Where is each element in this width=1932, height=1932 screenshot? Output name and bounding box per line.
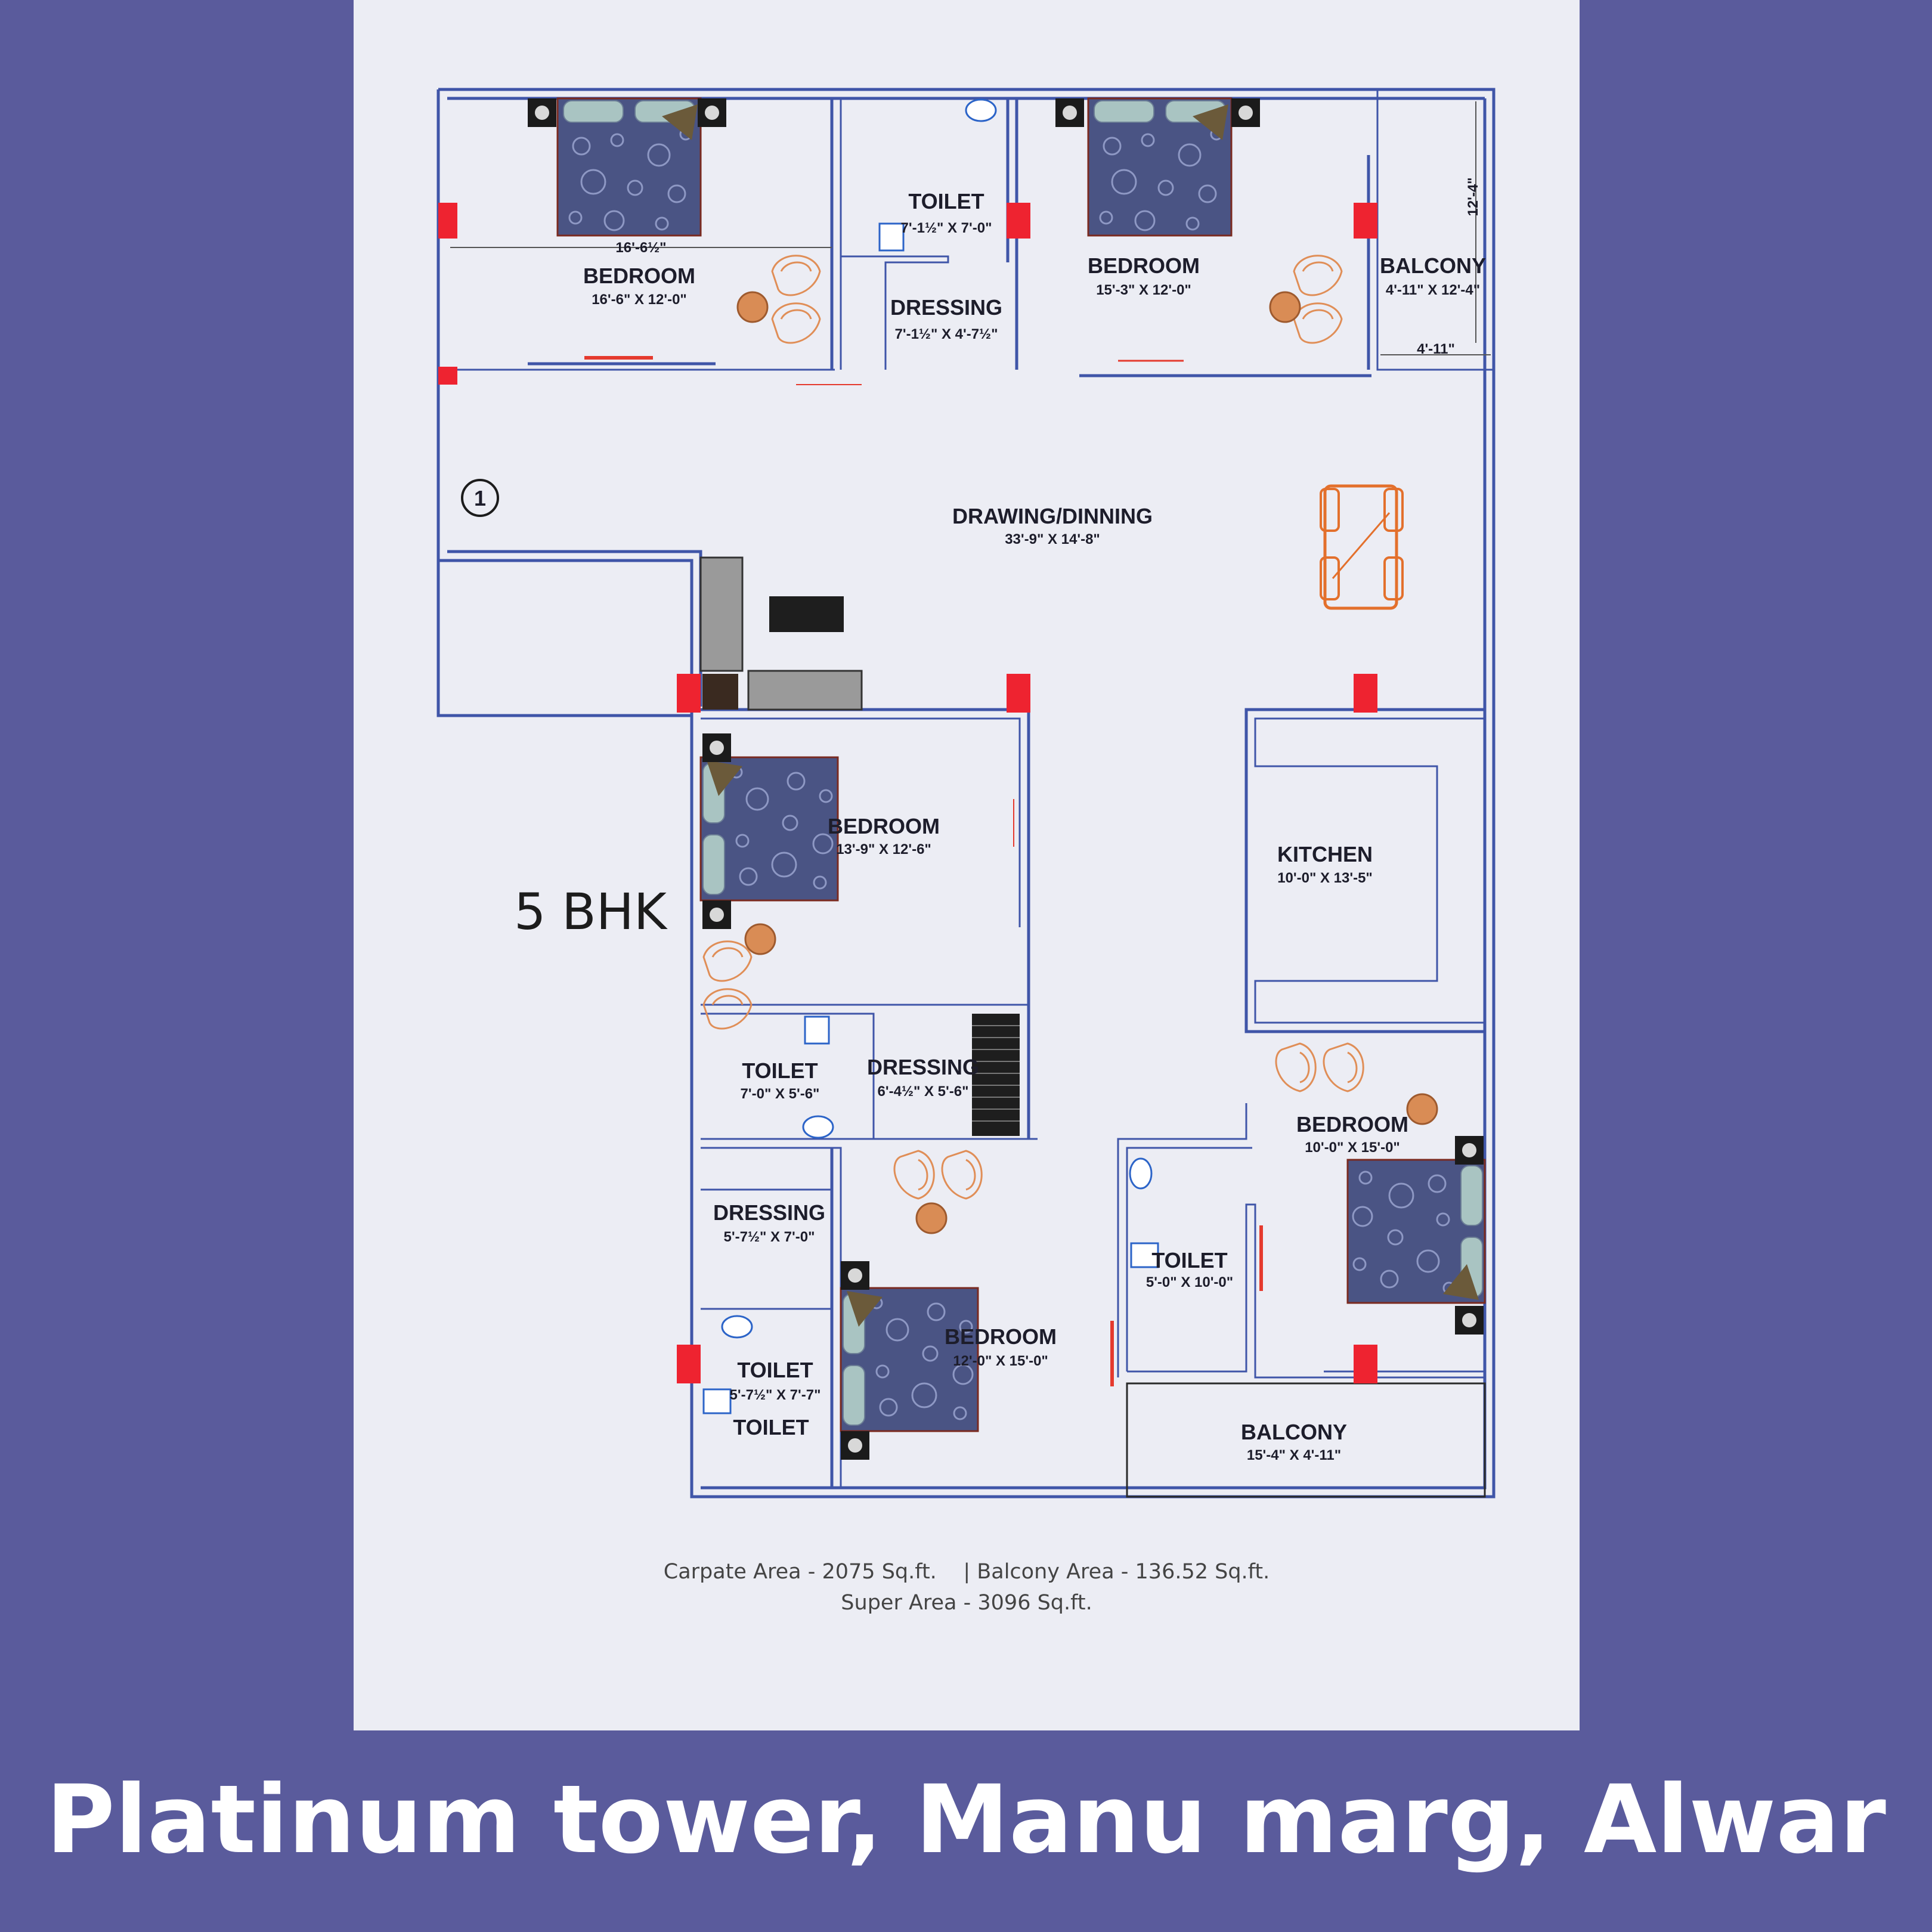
toilet2-dims: 7'-0" X 5'-6" [741, 1086, 820, 1102]
balcony2-dims: 15'-4" X 4'-11" [1247, 1447, 1341, 1463]
drawing-name: DRAWING/DINNING [952, 504, 1153, 528]
bedroom4-name: BEDROOM [1296, 1112, 1408, 1137]
project-title: Platinum tower, Manu marg, Alwar [46, 1765, 1886, 1875]
toilet4-second-label: TOILET [733, 1415, 809, 1439]
dressing1-dims: 7'-1½" X 4'-7½" [895, 326, 998, 342]
toilet4-name: TOILET [737, 1358, 813, 1382]
bedroom5-dims: 12'-0" X 15'-0" [953, 1353, 1048, 1369]
unit-marker: 1 [474, 486, 486, 510]
dressing1-name: DRESSING [890, 295, 1002, 320]
balcony1-name: BALCONY [1380, 253, 1486, 278]
balcony-width-mark: 4'-11" [1417, 341, 1455, 357]
balcony-area: | Balcony Area - 136.52 Sq.ft. [963, 1560, 1270, 1584]
balcony-height-mark: 12'-4" [1465, 177, 1481, 216]
toilet2-name: TOILET [742, 1058, 818, 1083]
bedroom3-dims: 13'-9" X 12'-6" [836, 841, 931, 857]
toilet1-dims: 7'-1½" X 7'-0" [901, 220, 992, 236]
plan-type-label: 5 BHK [514, 883, 667, 941]
dressing2-dims: 6'-4½" X 5'-6" [878, 1083, 969, 1100]
toilet1-name: TOILET [908, 189, 984, 213]
toilet3-name: TOILET [1151, 1248, 1227, 1272]
toilet4-dims: 5'-7½" X 7'-7" [730, 1387, 821, 1403]
toilet3-dims: 5'-0" X 10'-0" [1146, 1274, 1233, 1290]
bedroom5-name: BEDROOM [945, 1324, 1057, 1349]
bedroom1-dims: 16'-6" X 12'-0" [592, 292, 687, 308]
bedroom1-name: BEDROOM [583, 264, 695, 288]
bedroom2-name: BEDROOM [1088, 253, 1200, 278]
drawing-dims: 33'-9" X 14'-8" [1005, 531, 1100, 547]
dressing3-dims: 5'-7½" X 7'-0" [724, 1229, 815, 1245]
kitchen-dims: 10'-0" X 13'-5" [1277, 870, 1373, 886]
bedroom2-dims: 15'-3" X 12'-0" [1096, 282, 1191, 298]
carpet-area: Carpate Area - 2075 Sq.ft. [663, 1560, 937, 1584]
bedroom4-dims: 10'-0" X 15'-0" [1305, 1140, 1400, 1156]
floor-plan-sheet [354, 0, 1580, 1730]
balcony1-dims: 4'-11" X 12'-4" [1386, 282, 1480, 298]
area-summary: Carpate Area - 2075 Sq.ft. | Balcony Are… [354, 1556, 1580, 1618]
bedroom3-name: BEDROOM [828, 814, 940, 838]
area-line-1: Carpate Area - 2075 Sq.ft. | Balcony Are… [354, 1556, 1580, 1587]
dressing3-name: DRESSING [713, 1200, 825, 1225]
balcony2-name: BALCONY [1241, 1420, 1347, 1444]
super-area: Super Area - 3096 Sq.ft. [841, 1591, 1092, 1615]
kitchen-name: KITCHEN [1277, 842, 1373, 866]
bedroom1-dimension-mark: 16'-6½" [615, 240, 666, 256]
dressing2-name: DRESSING [867, 1055, 979, 1079]
